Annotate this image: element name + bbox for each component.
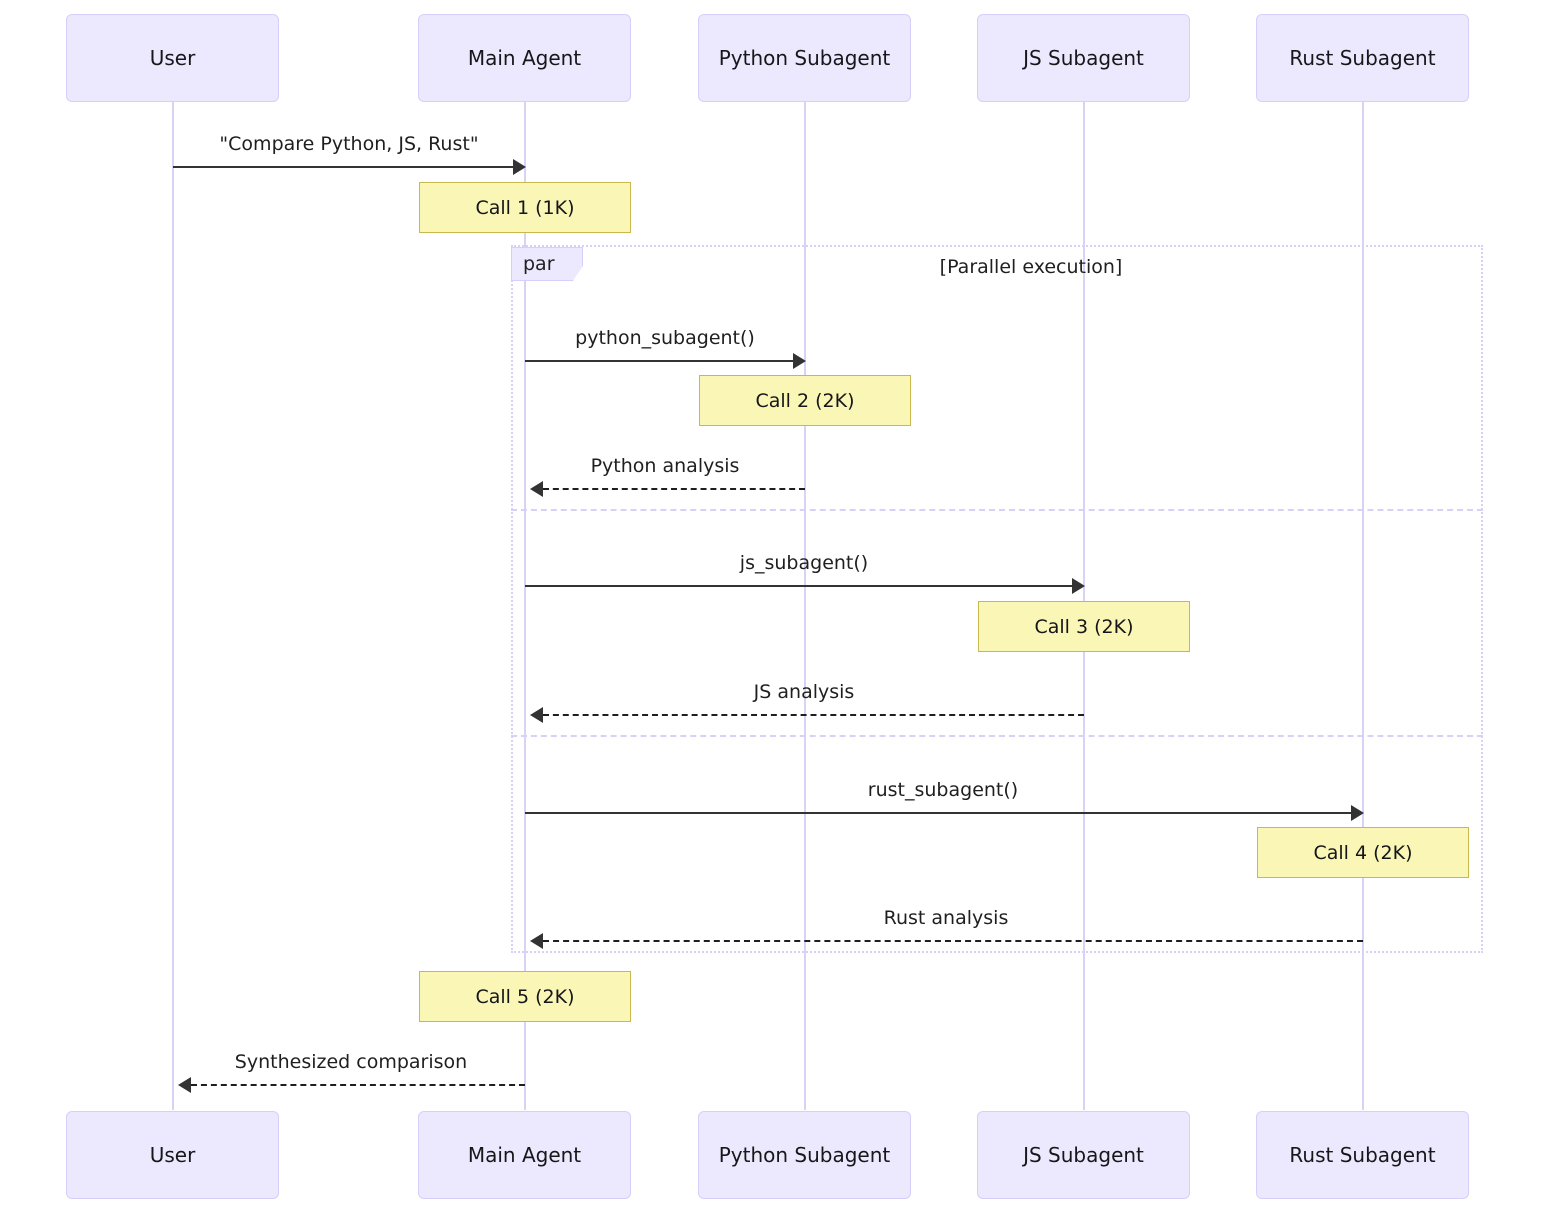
participant-js-subagent-bottom[interactable]: JS Subagent — [977, 1111, 1190, 1199]
message-arrow-js-analysis — [543, 714, 1084, 716]
arrowhead-right-icon — [513, 159, 526, 175]
par-fragment-tab-label: par — [523, 253, 555, 275]
participant-label: JS Subagent — [1023, 1143, 1144, 1167]
participant-js-subagent-top[interactable]: JS Subagent — [977, 14, 1190, 102]
arrowhead-left-icon — [178, 1077, 191, 1093]
arrowhead-left-icon — [530, 707, 543, 723]
message-arrow-js-subagent-call — [525, 585, 1072, 587]
arrowhead-left-icon — [530, 933, 543, 949]
lifeline-user — [172, 100, 174, 1110]
lifeline-rust — [1362, 100, 1364, 1110]
participant-main-agent-top[interactable]: Main Agent — [418, 14, 631, 102]
participant-label: Python Subagent — [718, 46, 891, 70]
message-arrow-compare-request — [173, 166, 513, 168]
note-label: Call 5 (2K) — [475, 985, 575, 1008]
participant-label: Main Agent — [467, 1143, 582, 1167]
note-call-4: Call 4 (2K) — [1257, 827, 1469, 878]
participant-user-top[interactable]: User — [66, 14, 279, 102]
arrowhead-right-icon — [793, 353, 806, 369]
participant-label: User — [149, 46, 196, 70]
par-fragment-divider-1 — [511, 509, 1483, 511]
participant-label: User — [149, 1143, 196, 1167]
message-label-compare-request: "Compare Python, JS, Rust" — [219, 133, 479, 155]
arrowhead-right-icon — [1072, 578, 1085, 594]
message-label-rust-analysis: Rust analysis — [883, 907, 1009, 929]
participant-label: Main Agent — [467, 46, 582, 70]
arrowhead-left-icon — [530, 481, 543, 497]
note-call-5: Call 5 (2K) — [419, 971, 631, 1022]
message-arrow-python-subagent-call — [525, 360, 793, 362]
message-label-rust-subagent-call: rust_subagent() — [867, 779, 1019, 801]
par-fragment-tab: par — [511, 247, 583, 281]
arrowhead-right-icon — [1351, 805, 1364, 821]
message-label-synthesized-comparison: Synthesized comparison — [234, 1051, 468, 1073]
message-arrow-rust-analysis — [543, 940, 1363, 942]
message-label-js-analysis: JS analysis — [753, 681, 855, 703]
participant-label: Rust Subagent — [1289, 1143, 1436, 1167]
note-call-2: Call 2 (2K) — [699, 375, 911, 426]
message-arrow-rust-subagent-call — [525, 812, 1351, 814]
participant-label: JS Subagent — [1023, 46, 1144, 70]
note-call-1: Call 1 (1K) — [419, 182, 631, 233]
lifeline-python — [804, 100, 806, 1110]
message-arrow-synthesized-comparison — [191, 1084, 525, 1086]
participant-rust-subagent-top[interactable]: Rust Subagent — [1256, 14, 1469, 102]
participant-user-bottom[interactable]: User — [66, 1111, 279, 1199]
note-call-3: Call 3 (2K) — [978, 601, 1190, 652]
participant-python-subagent-top[interactable]: Python Subagent — [698, 14, 911, 102]
participant-python-subagent-bottom[interactable]: Python Subagent — [698, 1111, 911, 1199]
message-label-python-analysis: Python analysis — [590, 455, 740, 477]
note-label: Call 2 (2K) — [755, 389, 855, 412]
par-fragment-title: [Parallel execution] — [939, 256, 1123, 278]
participant-main-agent-bottom[interactable]: Main Agent — [418, 1111, 631, 1199]
note-label: Call 3 (2K) — [1034, 615, 1134, 638]
par-fragment-divider-2 — [511, 735, 1483, 737]
message-arrow-python-analysis — [543, 488, 805, 490]
participant-rust-subagent-bottom[interactable]: Rust Subagent — [1256, 1111, 1469, 1199]
par-fragment — [511, 245, 1483, 953]
message-label-python-subagent-call: python_subagent() — [575, 327, 755, 349]
participant-label: Python Subagent — [718, 1143, 891, 1167]
note-label: Call 1 (1K) — [475, 196, 575, 219]
participant-label: Rust Subagent — [1289, 46, 1436, 70]
message-label-js-subagent-call: js_subagent() — [739, 552, 869, 574]
lifeline-main — [524, 100, 526, 1110]
note-label: Call 4 (2K) — [1313, 841, 1413, 864]
